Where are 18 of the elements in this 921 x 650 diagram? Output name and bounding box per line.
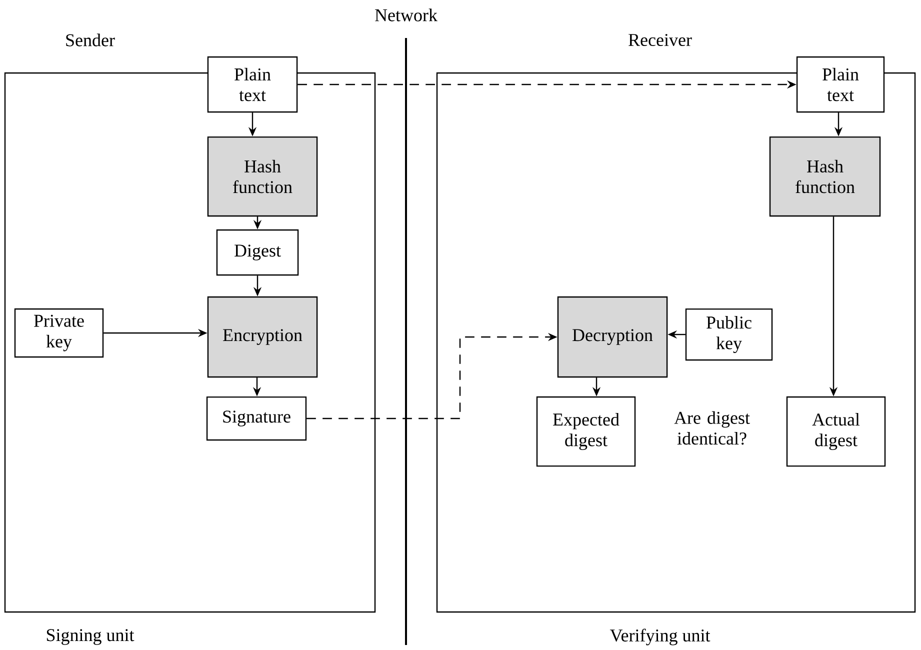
process-box: Signature <box>206 396 307 441</box>
node-label: Sender <box>66 34 115 46</box>
panel-label: Verifying unit <box>610 628 710 646</box>
node-label: Receiver <box>628 34 692 46</box>
note: Are digest identical? <box>674 411 750 445</box>
process-box: Plain text <box>796 56 885 113</box>
process-box: Expected digest <box>536 396 636 467</box>
process-box: Decryption <box>557 296 668 378</box>
process-box: Digest <box>216 229 299 276</box>
process-box: Plain text <box>207 56 298 113</box>
process-box: Encryption <box>207 296 318 378</box>
process-box: Public key <box>685 308 773 361</box>
network-label: Network <box>375 8 438 22</box>
process-box: Private key <box>14 308 104 358</box>
process-box: Hash function <box>207 136 318 217</box>
panel-label: Signing unit <box>46 629 134 645</box>
process-box: Hash function <box>769 136 881 217</box>
process-box: Actual digest <box>786 396 886 467</box>
